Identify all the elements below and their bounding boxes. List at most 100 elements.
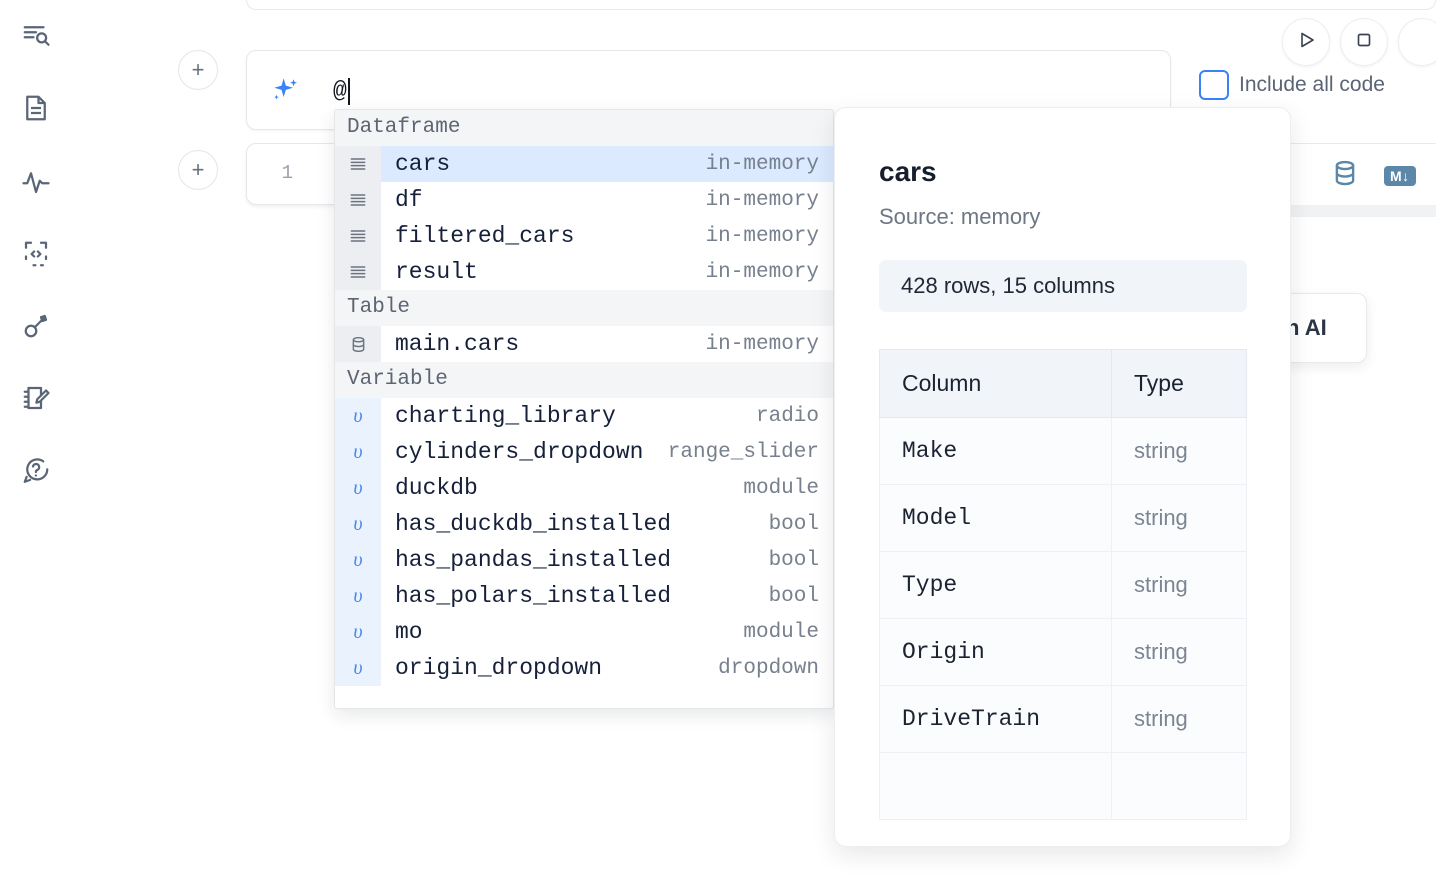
stop-button[interactable] (1340, 18, 1388, 66)
generate-with-ai-label: h AI (1286, 315, 1327, 340)
autocomplete-item-type: bool (768, 548, 819, 572)
autocomplete-item-type: bool (768, 512, 819, 536)
autocomplete-item-type: module (743, 620, 819, 644)
stop-square-icon (1353, 29, 1375, 56)
autocomplete-item-type: module (743, 476, 819, 500)
ai-prompt-value: @ (333, 78, 347, 104)
run-button[interactable] (1282, 18, 1330, 66)
autocomplete-item-type: in-memory (705, 188, 819, 212)
cell-column-type (1111, 752, 1247, 820)
upsilon-icon: υ (335, 434, 381, 470)
cell-column-type: string (1111, 685, 1247, 753)
markdown-badge[interactable]: M↓ (1384, 165, 1416, 186)
upsilon-icon: υ (335, 506, 381, 542)
autocomplete-item-name: cylinders_dropdown (395, 439, 644, 465)
autocomplete-item-name: has_duckdb_installed (395, 511, 672, 537)
document-icon (21, 93, 51, 123)
include-all-code-row[interactable]: Include all code (1199, 70, 1385, 100)
list-rows-icon (335, 218, 381, 254)
database-icon (335, 326, 381, 362)
sidebar-item-snippets[interactable] (14, 232, 58, 276)
include-all-code-checkbox[interactable] (1199, 70, 1229, 100)
autocomplete-group-header: Variable (335, 362, 833, 398)
autocomplete-item[interactable]: υ has_duckdb_installed bool (335, 506, 833, 542)
database-icon[interactable] (1330, 158, 1360, 193)
sidebar-item-scratchpad[interactable] (14, 376, 58, 420)
ai-prompt-input[interactable]: @ (333, 71, 1133, 111)
sidebar-item-secrets[interactable] (14, 304, 58, 348)
sidebar-item-notebook[interactable] (14, 86, 58, 130)
cell-column-type: string (1111, 484, 1247, 552)
panel-shape-badge: 428 rows, 15 columns (879, 260, 1247, 312)
cell-column-name: Model (879, 484, 1112, 552)
autocomplete-item-name: df (395, 187, 423, 213)
panel-title: cars (879, 156, 937, 187)
plus-icon: + (191, 57, 205, 82)
ai-sparkle-icon (269, 75, 301, 107)
more-button[interactable] (1398, 18, 1436, 66)
file-search-icon (21, 21, 51, 51)
plus-icon: + (191, 157, 205, 182)
dataframe-info-panel: cars Source: memory 428 rows, 15 columns… (834, 107, 1291, 847)
autocomplete-item-type: in-memory (705, 152, 819, 176)
autocomplete-item-type: in-memory (705, 332, 819, 356)
table-header-row: Column Type (879, 349, 1247, 418)
sidebar-item-explore[interactable] (14, 14, 58, 58)
cell-column-name: DriveTrain (879, 685, 1112, 753)
autocomplete-item-name: has_pandas_installed (395, 547, 672, 573)
cell-column-name: Origin (879, 618, 1112, 686)
autocomplete-item-name: filtered_cars (395, 223, 575, 249)
autocomplete-item-type: radio (755, 404, 819, 428)
add-cell-button-top[interactable]: + (178, 50, 218, 90)
sidebar-rail (0, 0, 72, 874)
line-number: 1 (281, 162, 293, 184)
cell-column-type: string (1111, 551, 1247, 619)
activity-pulse-icon (21, 167, 51, 197)
upsilon-icon: υ (335, 650, 381, 686)
play-triangle-icon (1294, 28, 1318, 57)
autocomplete-item[interactable]: υ origin_dropdown dropdown (335, 650, 833, 686)
autocomplete-item-name: origin_dropdown (395, 655, 603, 681)
previous-cell (246, 0, 1436, 10)
autocomplete-item[interactable]: df in-memory (335, 182, 833, 218)
upsilon-icon: υ (335, 614, 381, 650)
list-rows-icon (335, 254, 381, 290)
cell-column-type: string (1111, 417, 1247, 485)
panel-source: Source: memory (879, 204, 1041, 229)
autocomplete-item-name: cars (395, 151, 451, 177)
autocomplete-item[interactable]: filtered_cars in-memory (335, 218, 833, 254)
list-rows-icon (335, 182, 381, 218)
autocomplete-item-type: dropdown (718, 656, 819, 680)
sidebar-item-activity[interactable] (14, 160, 58, 204)
add-cell-button-bottom[interactable]: + (178, 150, 218, 190)
text-caret (347, 77, 350, 105)
code-snippet-icon (21, 239, 51, 269)
cell-column-name: Type (879, 551, 1112, 619)
table-row (879, 752, 1247, 820)
header-column: Column (879, 349, 1112, 418)
autocomplete-item-type: in-memory (705, 224, 819, 248)
autocomplete-item-name: duckdb (395, 475, 478, 501)
autocomplete-item-type: in-memory (705, 260, 819, 284)
autocomplete-item-name: has_polars_installed (395, 583, 672, 609)
help-chat-icon (21, 455, 51, 485)
cell-column-name (879, 752, 1112, 820)
autocomplete-item[interactable]: cars in-memory (335, 146, 833, 182)
upsilon-icon: υ (335, 470, 381, 506)
sidebar-item-help[interactable] (14, 448, 58, 492)
autocomplete-group-header: Table (335, 290, 833, 326)
upsilon-icon: υ (335, 578, 381, 614)
